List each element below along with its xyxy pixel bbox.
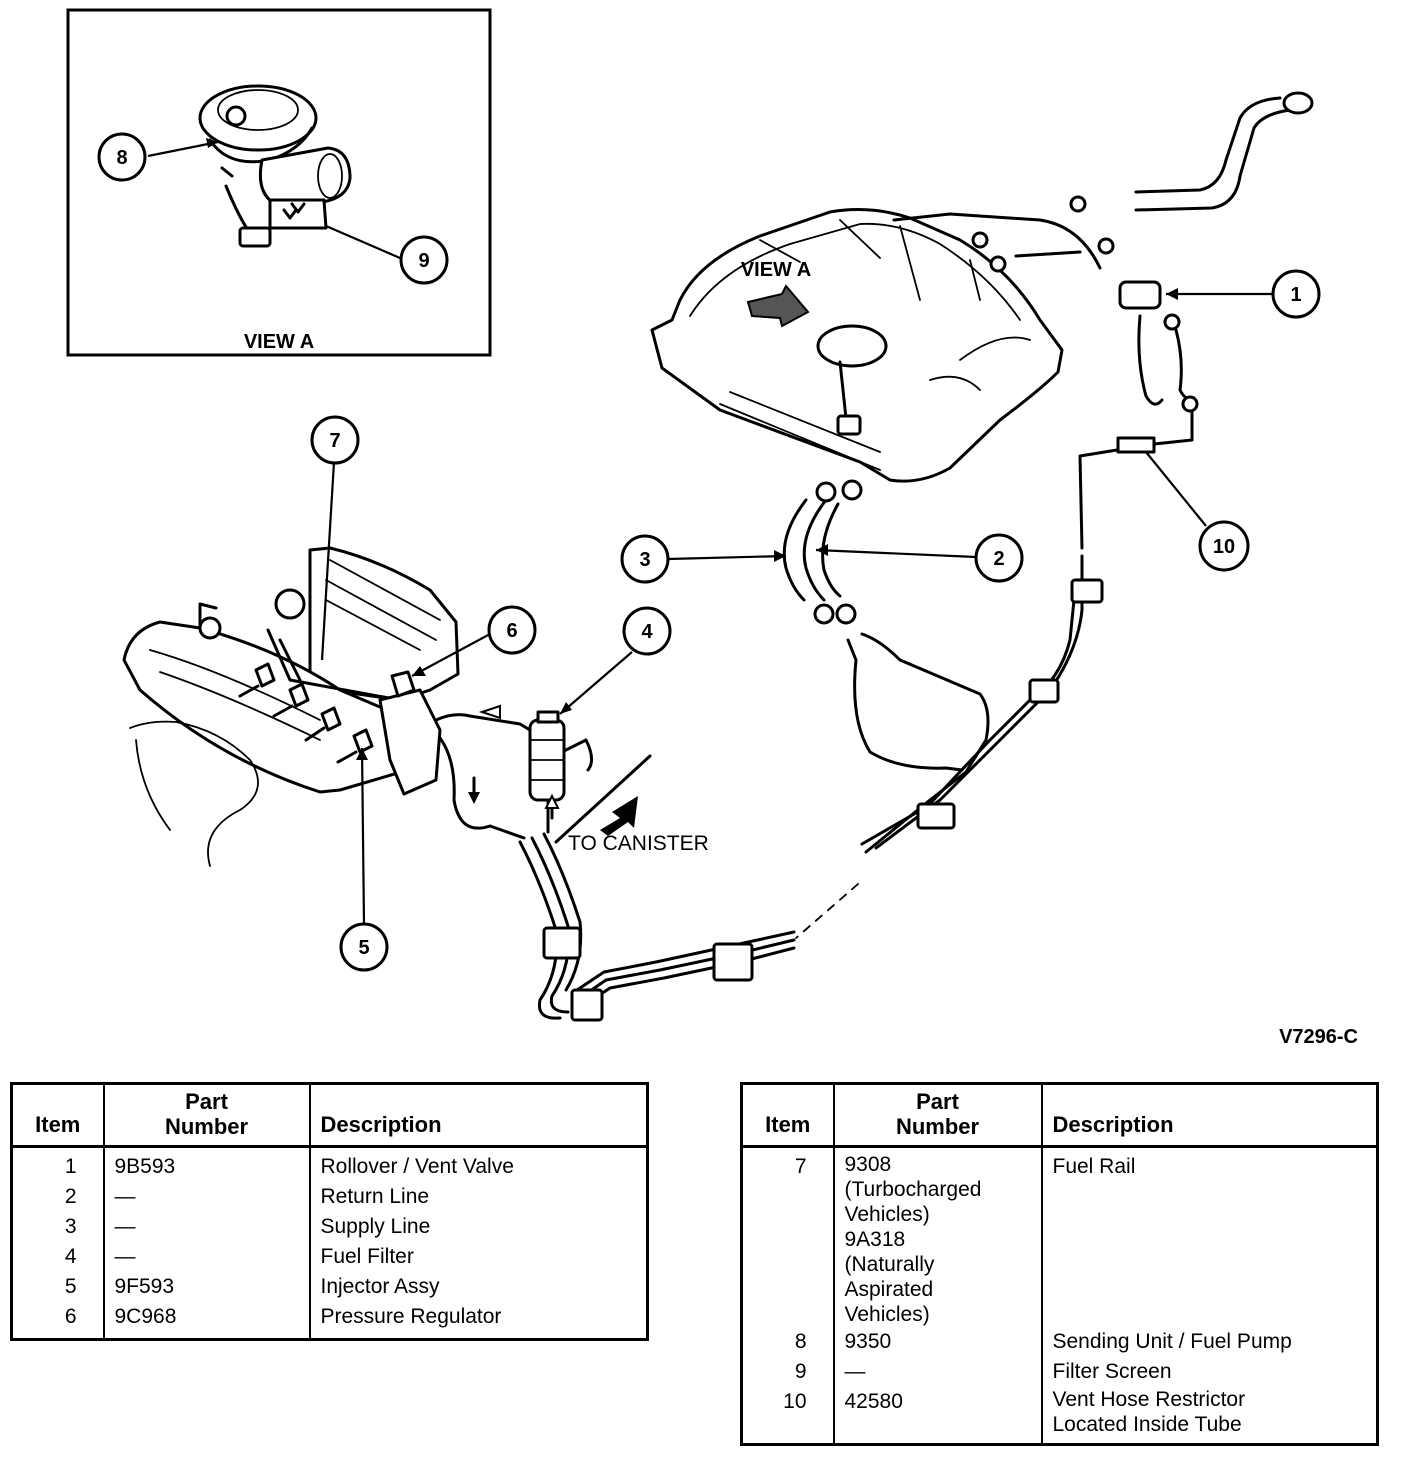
- callout-4: 4: [622, 606, 672, 656]
- svg-text:9: 9: [418, 250, 429, 272]
- item-cell: 5: [64, 1275, 77, 1298]
- header-description: Description: [308, 1083, 648, 1148]
- table-header-row: Item Part Number Description: [11, 1083, 648, 1148]
- fuel-tank-drawing: [650, 91, 1314, 550]
- table-row: 9 — Filter Screen: [742, 1357, 1378, 1387]
- part-number-cell: 9C968: [102, 1302, 310, 1340]
- header-part-number: Part Number: [832, 1083, 1042, 1148]
- item-cell: 3: [64, 1215, 77, 1238]
- svg-text:7: 7: [329, 430, 340, 452]
- table-row: 3 — Supply Line: [12, 1212, 648, 1242]
- table-row: 8 9350 Sending Unit / Fuel Pump: [742, 1327, 1378, 1357]
- table-row: 1 9B593 Rollover / Vent Valve: [12, 1146, 648, 1182]
- figure-code: V7296-C: [1279, 1026, 1358, 1048]
- to-canister-label: TO CANISTER: [568, 832, 709, 855]
- inset-label: VIEW A: [244, 331, 314, 353]
- description-cell: Return Line: [308, 1182, 648, 1212]
- fuel-filter-drawing: [468, 704, 638, 836]
- svg-text:10: 10: [1213, 536, 1235, 558]
- sending-unit-fuel-pump-drawing: [198, 84, 352, 248]
- svg-text:1: 1: [1290, 284, 1301, 306]
- fuel-lines: [434, 554, 1104, 1022]
- part-number-cell: —: [102, 1242, 310, 1272]
- part-number-cell: 42580: [832, 1387, 1042, 1445]
- callout-10: 10: [1198, 520, 1250, 572]
- table-row: 7 9308 (Turbocharged Vehicles) 9A318 (Na…: [742, 1146, 1378, 1327]
- callout-1: 1: [1271, 269, 1321, 319]
- part-number-cell: 9B593: [102, 1146, 310, 1182]
- header-part-number: Part Number: [102, 1083, 310, 1148]
- table-row: 6 9C968 Pressure Regulator: [12, 1302, 648, 1340]
- header-item: Item: [741, 1083, 834, 1148]
- fuel-system-diagram: 8 9 VIEW A: [66, 8, 1358, 1048]
- part-number-cell: 9308 (Turbocharged Vehicles) 9A318 (Natu…: [832, 1146, 1042, 1327]
- svg-text:4: 4: [641, 621, 653, 643]
- item-cell: 2: [64, 1185, 77, 1208]
- item-cell: 8: [794, 1330, 807, 1353]
- item-cell: 4: [64, 1245, 77, 1268]
- tank-view-label: VIEW A: [741, 259, 811, 281]
- svg-text:3: 3: [639, 549, 650, 571]
- description-cell: Filter Screen: [1040, 1357, 1378, 1387]
- description-cell: Fuel Rail: [1040, 1146, 1378, 1327]
- description-cell: Sending Unit / Fuel Pump: [1040, 1327, 1378, 1357]
- callout-7: 7: [310, 415, 360, 465]
- canister-arrow-icon: [600, 796, 638, 836]
- description-cell: Supply Line: [308, 1212, 648, 1242]
- callout-3: 3: [620, 534, 670, 584]
- svg-text:8: 8: [116, 147, 127, 169]
- description-cell: Fuel Filter: [308, 1242, 648, 1272]
- description-cell: Injector Assy: [308, 1272, 648, 1302]
- svg-text:5: 5: [358, 937, 369, 959]
- table-row: 2 — Return Line: [12, 1182, 648, 1212]
- view-a-arrow-icon: [746, 284, 810, 328]
- item-cell: 9: [794, 1360, 807, 1383]
- description-cell: Pressure Regulator: [308, 1302, 648, 1340]
- item-cell: 10: [783, 1390, 807, 1413]
- svg-text:2: 2: [993, 548, 1004, 570]
- callout-6: 6: [487, 605, 537, 655]
- item-cell: 7: [794, 1155, 807, 1178]
- part-number-cell: 9F593: [102, 1272, 310, 1302]
- engine-drawing: [122, 546, 460, 867]
- supply-return-hoses: [782, 479, 863, 625]
- callout-5: 5: [339, 922, 389, 972]
- svg-text:6: 6: [506, 620, 517, 642]
- header-description: Description: [1040, 1083, 1378, 1148]
- item-cell: 6: [64, 1305, 77, 1328]
- table-row: 10 42580 Vent Hose Restrictor Located In…: [742, 1387, 1378, 1445]
- callout-8: 8: [97, 132, 147, 182]
- table-header-row: Item Part Number Description: [741, 1083, 1378, 1148]
- part-number-cell: —: [832, 1357, 1042, 1387]
- description-cell: Vent Hose Restrictor Located Inside Tube: [1040, 1387, 1378, 1445]
- parts-table-right: Item Part Number Description 7 9308 (Tur…: [740, 1082, 1379, 1446]
- parts-table-left: Item Part Number Description 1 9B593 Rol…: [10, 1082, 649, 1341]
- part-number-cell: —: [102, 1182, 310, 1212]
- item-cell: 1: [64, 1155, 77, 1178]
- part-number-cell: —: [102, 1212, 310, 1242]
- header-item: Item: [11, 1083, 104, 1148]
- callout-9: 9: [399, 235, 449, 285]
- part-number-cell: 9350: [832, 1327, 1042, 1357]
- table-row: 5 9F593 Injector Assy: [12, 1272, 648, 1302]
- description-cell: Rollover / Vent Valve: [308, 1146, 648, 1182]
- callout-2: 2: [974, 533, 1024, 583]
- table-row: 4 — Fuel Filter: [12, 1242, 648, 1272]
